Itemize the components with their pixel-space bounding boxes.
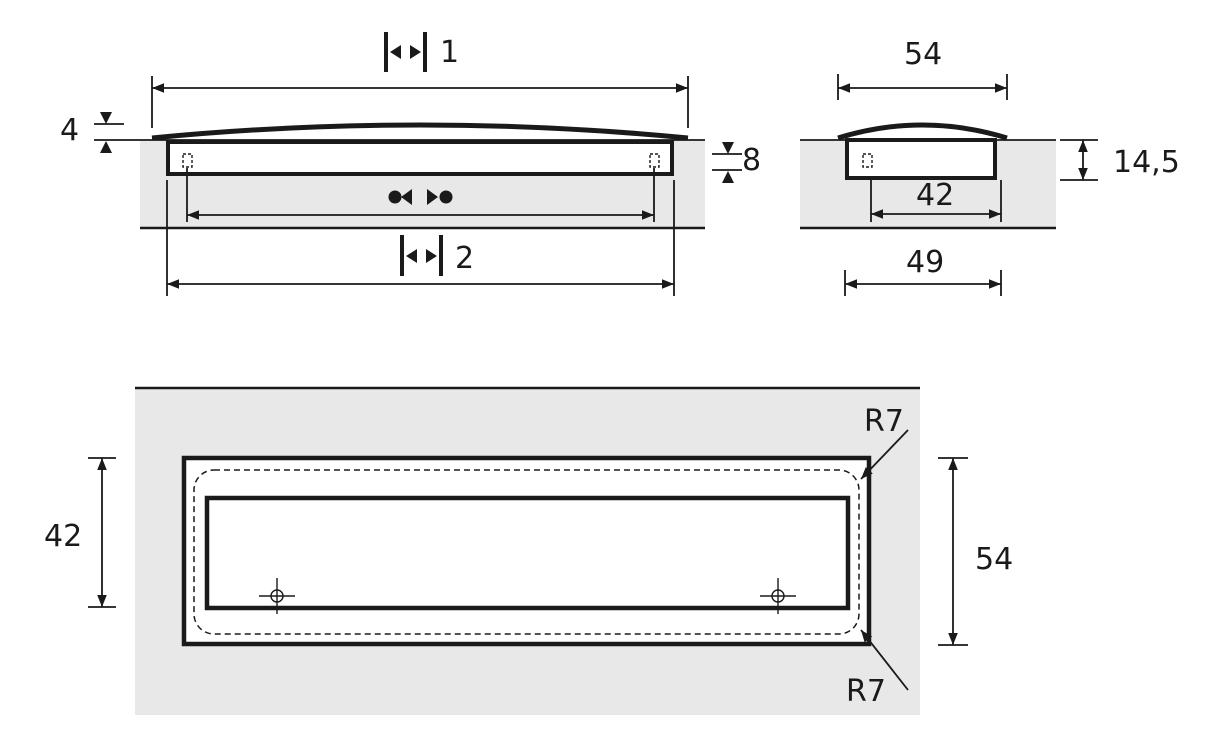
front-length-bottom-label: 2 [455, 241, 474, 276]
plan-height-right-label: 54 [975, 542, 1013, 577]
front-offset-arrow-up [100, 141, 112, 153]
front-view: 1 2 4 8 [60, 32, 761, 296]
front-handle-body [166, 140, 674, 176]
front-depth-arrow-down [722, 142, 734, 154]
side-width-bottom-label: 49 [906, 245, 944, 280]
plan-height-left-label: 42 [44, 519, 82, 554]
plan-screw-hole-right-icon [760, 578, 796, 614]
plan-inner-recess [204, 495, 851, 611]
radius-top-leader [860, 429, 909, 480]
front-screw-hole-right [649, 153, 660, 168]
front-screw-hole-left [182, 153, 193, 168]
side-inner-width-label: 42 [916, 178, 954, 213]
front-handle-cap [151, 122, 689, 141]
length-symbol-icon [384, 32, 427, 72]
plan-view: 42 54 R7 R7 [44, 386, 1013, 715]
side-height-label: 14,5 [1113, 145, 1180, 180]
front-depth-arrow-up [722, 171, 734, 183]
radius-bottom-label: R7 [846, 674, 886, 709]
front-length-top-label: 1 [440, 35, 459, 70]
radius-top-label: R7 [864, 404, 904, 439]
plan-screw-hole-left-icon [259, 578, 295, 614]
side-view: 54 42 49 14,5 [800, 37, 1180, 296]
hole-spacing-symbol-icon [388, 189, 453, 205]
plan-cutout-outline [193, 469, 860, 635]
side-handle-body [845, 138, 997, 180]
side-screw-hole [862, 153, 873, 168]
side-handle-cap [837, 122, 1008, 141]
front-depth-label: 8 [742, 143, 761, 178]
radius-bottom-leader [860, 629, 909, 691]
cutout-length-symbol-icon [400, 235, 443, 276]
front-offset-arrow-down [100, 112, 112, 124]
front-offset-label: 4 [60, 113, 79, 148]
side-width-top-label: 54 [904, 37, 942, 72]
